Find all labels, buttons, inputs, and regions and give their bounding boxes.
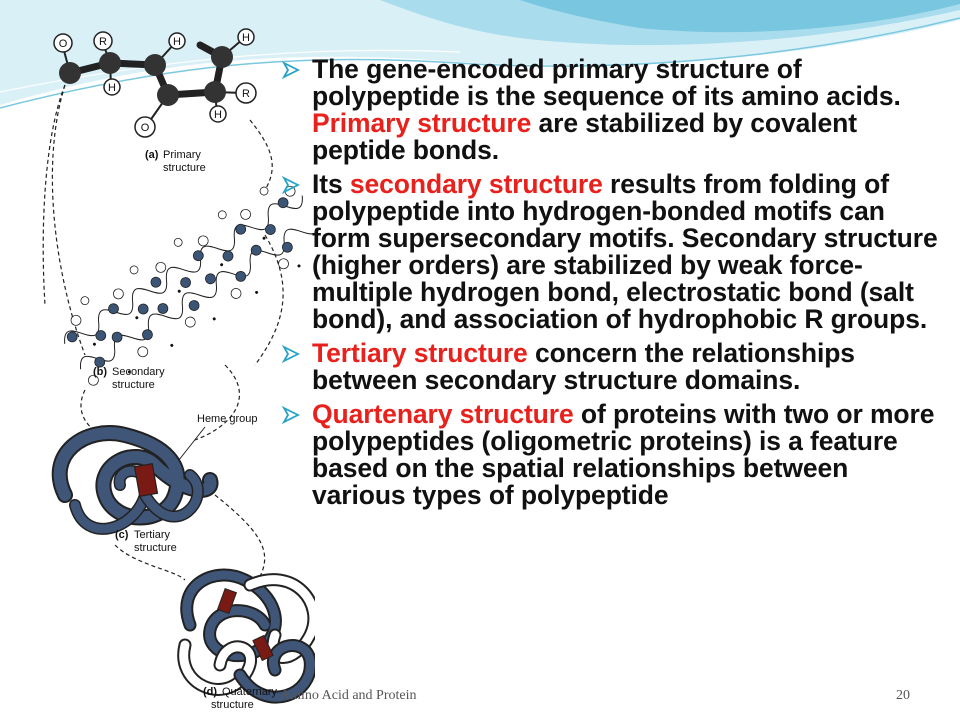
label-b-text: structure: [112, 379, 155, 391]
atom-h-label: H: [173, 36, 181, 48]
tertiary-structure-ribbon: [51, 425, 219, 535]
bullet-text: Its: [312, 169, 350, 199]
arrow-bullet-icon: [282, 406, 300, 424]
label-c-letter: (c): [115, 529, 129, 541]
arrow-bullet-icon: [282, 61, 300, 79]
bullet-quartenary-structure: Quartenary structure of proteins with tw…: [282, 401, 942, 509]
highlight-term: Primary structure: [312, 108, 532, 138]
arrow-bullet-icon: [282, 176, 300, 194]
bullet-secondary-structure: Its secondary structure results from fol…: [282, 171, 942, 333]
highlight-term: Tertiary structure: [312, 338, 528, 368]
protein-structure-figure: O R H H O R H H (a) Primary structure: [42, 28, 315, 711]
label-c-text: Tertiary: [134, 529, 171, 541]
label-d-letter: (d): [203, 686, 217, 698]
atom-o-label: O: [141, 122, 150, 134]
atom-h-label: H: [108, 82, 116, 94]
atom-o-label: O: [59, 38, 68, 50]
highlight-term: Quartenary structure: [312, 399, 574, 429]
atom-h-label: H: [242, 32, 250, 44]
arrow-bullet-icon: [282, 345, 300, 363]
bullet-primary-structure: The gene-encoded primary structure of po…: [282, 56, 942, 164]
atom-r-label: R: [242, 88, 250, 100]
highlight-term: secondary structure: [349, 169, 603, 199]
primary-structure-chain: O R H H O R H H (a) Primary structure: [53, 28, 257, 174]
bullet-text: The gene-encoded primary structure of po…: [312, 54, 901, 111]
bullet-text: are stabilized by covalent peptide bonds…: [312, 108, 857, 165]
bullet-text: of proteins with two or more polypeptide…: [312, 399, 935, 510]
label-b-text: Secondary: [112, 366, 165, 378]
bullet-tertiary-structure: Tertiary structure concern the relations…: [282, 340, 942, 394]
secondary-structure-helices: (b) Secondary structure: [64, 185, 315, 391]
label-c-text: structure: [134, 542, 177, 554]
label-b-letter: (b): [93, 366, 107, 378]
header-wave-decoration: [0, 0, 960, 109]
label-d-text: Quaternary: [222, 686, 278, 698]
slide-body: The gene-encoded primary structure of po…: [282, 56, 942, 516]
quaternary-structure-ribbon: [177, 568, 315, 704]
bullet-text: results from folding of polypeptide into…: [312, 169, 938, 334]
atom-h-label: H: [214, 109, 222, 121]
label-d-text: structure: [211, 699, 254, 711]
atom-r-label: R: [99, 36, 107, 48]
label-a-text: Primary: [163, 149, 201, 161]
bullet-text: concern the relationships between second…: [312, 338, 855, 395]
label-a-letter: (a): [145, 149, 159, 161]
heme-group-label: Heme group: [197, 413, 258, 425]
page-number: 20: [896, 688, 910, 703]
footer-title: Amino Acid and Protein: [280, 688, 417, 703]
label-a-text: structure: [163, 162, 206, 174]
